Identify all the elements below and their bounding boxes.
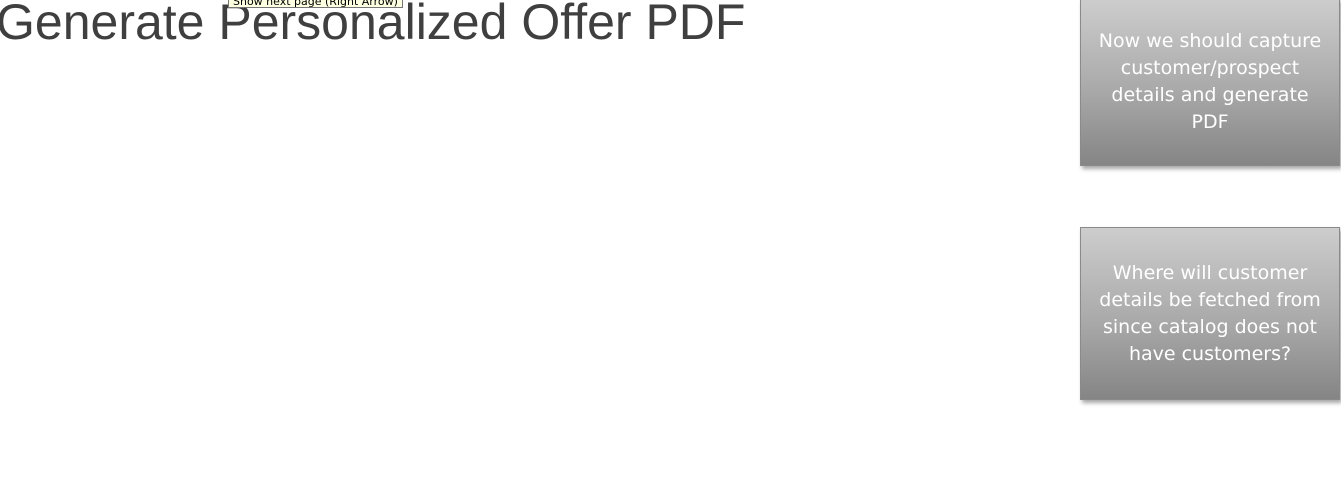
next-page-tooltip: Show next page (Right Arrow) (228, 0, 403, 8)
comment-note-customer-source[interactable]: Where will customer details be fetched f… (1080, 227, 1340, 400)
comment-note-capture-details[interactable]: Now we should capture customer/prospect … (1080, 0, 1340, 166)
page-title: Generate Personalized Offer PDF (0, 0, 746, 50)
comment-note-text: Where will customer details be fetched f… (1099, 261, 1321, 365)
comment-note-text: Now we should capture customer/prospect … (1098, 30, 1322, 133)
